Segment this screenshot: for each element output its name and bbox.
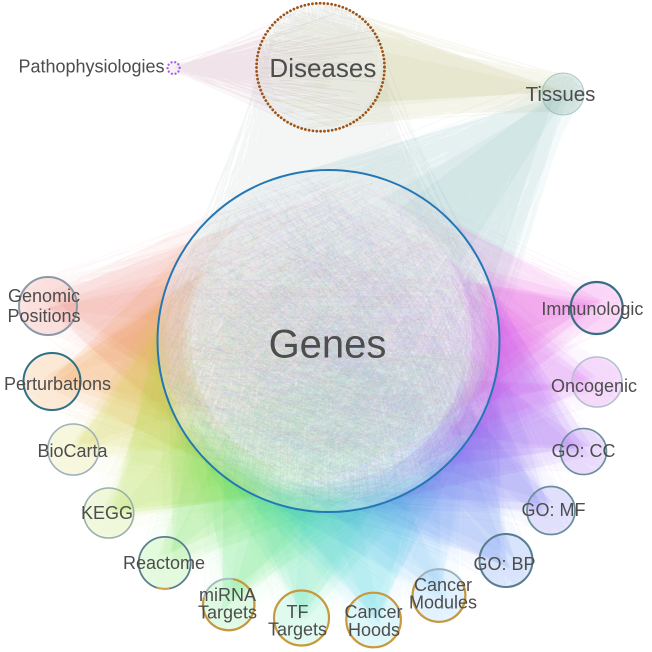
svg-text:Oncogenic: Oncogenic xyxy=(551,376,637,396)
svg-text:Targets: Targets xyxy=(268,620,327,640)
svg-text:GO: MF: GO: MF xyxy=(522,500,586,520)
svg-text:KEGG: KEGG xyxy=(81,503,133,523)
svg-text:Reactome: Reactome xyxy=(123,553,205,573)
svg-text:Tissues: Tissues xyxy=(526,83,596,106)
svg-text:Genomic: Genomic xyxy=(8,286,80,306)
svg-text:Perturbations: Perturbations xyxy=(4,374,111,394)
svg-text:Hoods: Hoods xyxy=(348,620,400,640)
svg-text:BioCarta: BioCarta xyxy=(37,441,108,461)
svg-text:Cancer: Cancer xyxy=(344,602,402,622)
svg-text:Cancer: Cancer xyxy=(414,575,472,595)
svg-text:Pathophysiologies: Pathophysiologies xyxy=(18,57,164,77)
svg-text:Diseases: Diseases xyxy=(269,53,376,83)
svg-text:Genes: Genes xyxy=(269,323,387,367)
svg-text:miRNA: miRNA xyxy=(199,585,256,605)
svg-text:Immunologic: Immunologic xyxy=(541,299,643,319)
svg-text:GO: BP: GO: BP xyxy=(473,554,535,574)
svg-text:GO: CC: GO: CC xyxy=(551,441,615,461)
svg-text:Modules: Modules xyxy=(409,593,477,613)
svg-text:TF: TF xyxy=(287,602,309,622)
svg-text:Positions: Positions xyxy=(7,306,80,326)
svg-text:Targets: Targets xyxy=(198,603,257,623)
